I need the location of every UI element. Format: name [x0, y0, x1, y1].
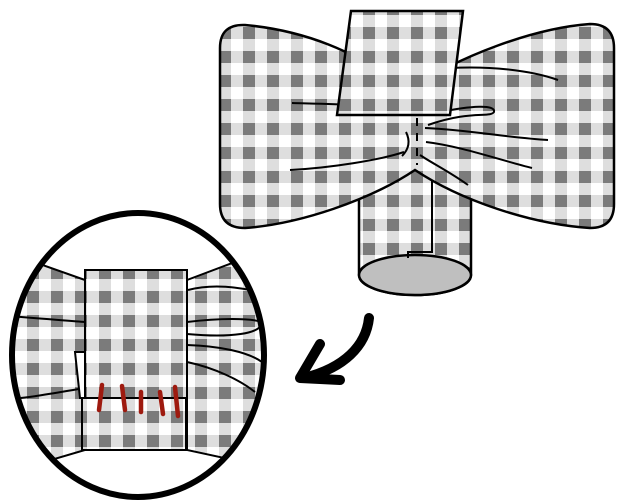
fabric-tube: [357, 158, 473, 297]
fabric-bow: [218, 9, 616, 297]
magnifier-ring: [9, 210, 267, 500]
curved-arrow-icon: [295, 313, 374, 385]
bow-folds: [289, 66, 559, 186]
stitch-mark: [96, 382, 105, 413]
bow-band: [335, 9, 465, 117]
stitch-mark: [157, 389, 166, 417]
stitch-detail: [9, 210, 267, 500]
stitch-mark: [119, 383, 128, 413]
stitch-marks: [96, 382, 181, 419]
stitch-mark: [172, 384, 181, 419]
tube-opening: [357, 253, 473, 297]
detail-band: [84, 269, 188, 399]
